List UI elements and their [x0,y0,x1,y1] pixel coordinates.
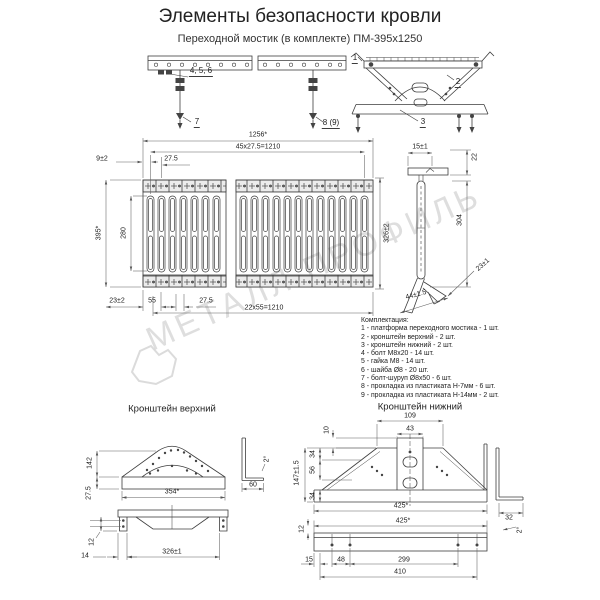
callout-screw-alt: 8 (9) [321,118,341,129]
parts-list-item: 5 - гайка М8 - 14 шт. [361,358,426,366]
lower-bracket-title: Кронштейн нижний [377,401,463,413]
dim-ub-h27: 27.5 [85,486,93,500]
dim-lb-w425-top: 425* [393,502,409,510]
dim-profile-h22: 22 [471,153,479,161]
page-title: Элементы безопасности кровли [158,6,442,27]
parts-list-item: 9 - прокладка из пластиката Н-14мм - 2 ш… [361,391,499,399]
parts-list-item: 2 - кронштейн верхний - 2 шт. [361,333,456,341]
lower-bracket-lineart [301,419,524,580]
parts-list-item: 4 - болт М8х20 - 14 шт. [361,350,434,358]
dim-lb-w109: 109 [404,412,416,420]
dim-lb-h34b: 34 [309,492,317,500]
dim-lb-o299: 299 [398,556,410,564]
dim-lb-o410: 410 [394,568,406,576]
parts-list-item: 7 - болт-шуруп Ø8х50 - 6 шт. [361,375,452,383]
parts-list-item: 6 - шайба Ø8 - 20 шт. [361,366,429,374]
dim-lb-h10: 10 [323,426,331,434]
parts-list-title: Комплектация: [361,317,409,324]
callout-bolts: 4, 5, 6 [188,66,214,77]
dim-lb-w43: 43 [406,425,414,433]
dim-lb-o15: 15 [305,556,313,564]
dim-profile-h304: 304 [456,214,464,226]
dim-plan-gap55: 55 [148,297,156,305]
dim-lb-h56: 56 [309,466,317,474]
dim-plan-row-bottom: 22x55=1210 [244,304,284,312]
dim-ub-t12: 12 [88,538,96,546]
dim-profile-width-top: 15±1 [412,143,428,151]
dim-profile-angle: 23±1 [474,257,492,273]
dim-plan-total: 1256* [248,131,268,139]
upper-bracket-lineart [90,437,266,560]
dim-plan-height: 395* [95,225,103,241]
callout-screw: 7 [193,117,201,128]
profile-view-lineart [399,149,475,314]
dim-ub-w354: 354* [164,488,180,496]
parts-list: Комплектация: 1 - платформа переходного … [361,317,599,400]
dim-ub-w60: 60 [249,481,257,489]
dim-lb-w32: 32 [505,514,513,522]
dim-plan-offset-bottom: 23±2 [109,297,125,305]
callout-platform: 1 [351,53,359,64]
dim-lb-h34a: 34 [309,450,317,458]
parts-list-item: 3 - кронштейн нижний - 2 шт. [361,341,453,349]
page-subtitle: Переходной мостик (в комплекте) ПМ-395х1… [177,33,423,45]
dim-ub-h142: 142 [86,457,94,469]
end-view-lineart [350,51,495,134]
callout-bracket-top: 2 [454,77,462,88]
dim-ub-angle: 2° [263,455,271,463]
dim-lb-angle: 2° [516,526,524,534]
dim-plan-height-inner: 280 [120,227,128,239]
watermark-logo-icon [130,344,178,386]
dim-plan-row-top: 45x27.5=1210 [235,143,281,151]
dim-lb-o48: 48 [337,556,345,564]
parts-list-item: 8 - прокладка из пластиката Н-7мм - 6 шт… [361,383,496,391]
dim-ub-t14: 14 [81,552,89,560]
parts-list-item: 1 - платформа переходного мостика - 1 шт… [361,325,499,333]
dim-lb-h147: 147±1.5 [293,460,301,486]
dim-lb-w425-bottom: 425* [395,517,411,525]
plan-view-lineart [104,138,384,316]
dim-ub-w326: 326±1 [162,548,182,556]
dim-plan-offset: 9±2 [96,155,108,163]
elevation-view-lineart [147,55,347,130]
dim-plan-pitch-top: 27.5 [164,155,178,163]
dim-profile-foot: 44±1.5 [404,288,428,302]
dim-plan-pitch-bottom: 27.5 [199,297,213,305]
upper-bracket-title: Кронштейн верхний [128,403,216,415]
callout-bracket-bottom: 3 [419,117,427,128]
dim-lb-t12: 12 [298,525,306,533]
dim-plan-height-right: 326±2 [383,223,391,243]
